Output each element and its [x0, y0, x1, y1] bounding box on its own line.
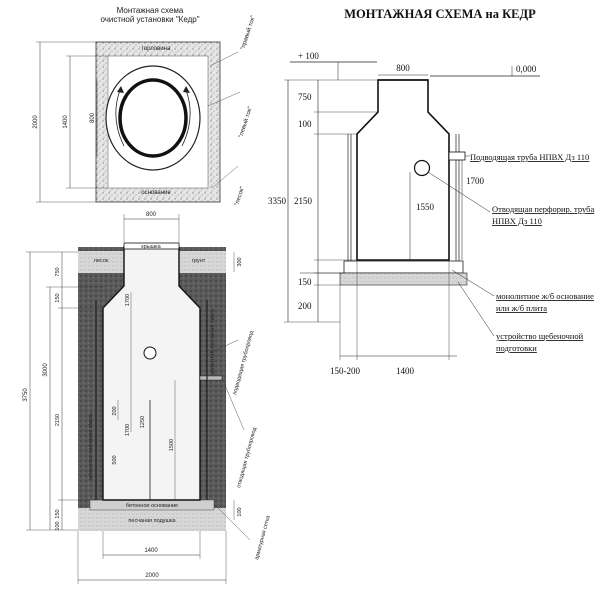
sec-label-base: бетонное основание [126, 503, 178, 509]
plan-label-right2: "левый ток" [237, 106, 254, 139]
right-title: МОНТАЖНАЯ СХЕМА на КЕДР [344, 7, 536, 21]
dim-150: 150 [298, 277, 312, 287]
plan-view: Монтажная схема очистной установки "Кедр… [33, 6, 257, 207]
elev-outlet-pipe [413, 159, 431, 177]
plan-dim-circle: 800 [90, 112, 96, 123]
dim-bottom-left: 150-200 [330, 366, 360, 376]
sec-lid [123, 242, 180, 250]
dim-bottom-width: 1400 [396, 366, 415, 376]
label-gravel-2: подготовки [496, 343, 537, 353]
sec-inlet-pipe [143, 346, 157, 360]
label-inlet: Подводящая труба НПВХ Дз 110 [470, 152, 589, 162]
sec-dim-1700b: 1700 [125, 424, 131, 436]
sec-lid-label: крышка [141, 244, 161, 250]
gravel-leader [457, 281, 495, 337]
sec-dim-bottom-inner: 1400 [144, 548, 158, 554]
sec-dim-100b: 100 [237, 507, 243, 516]
elevation-view: МОНТАЖНАЯ СХЕМА на КЕДР + 100 0,000 800 … [268, 7, 594, 376]
plan-flow-arrow-right [181, 89, 191, 147]
sec-dim-750: 750 [55, 267, 61, 276]
label-outlet-1: Отводящая перфорир. труба [492, 204, 594, 214]
section-view: 800 крышка песок грунт цементно-песчаная… [23, 212, 272, 584]
sec-pad [78, 508, 226, 531]
sec-dim-500: 500 [112, 455, 118, 464]
plan-inner-ring [118, 78, 188, 158]
sec-tank-body [102, 246, 201, 501]
plan-leader-2 [207, 91, 241, 107]
left-title-line2: очистной установки "Кедр" [100, 15, 199, 24]
plan-label-right1: "правый ток" [239, 15, 257, 51]
label-slab-2: или ж/б плита [496, 303, 547, 313]
plan-dim-outer: 2000 [33, 115, 39, 129]
sec-dim-150a: 150 [55, 293, 61, 302]
sec-dim-3000: 3000 [43, 363, 49, 377]
sec-leader-feed [207, 339, 239, 355]
elev-inlet-pipe [448, 151, 466, 161]
plan-arrowhead-1 [117, 86, 124, 93]
plan-leader-1 [209, 51, 239, 67]
plan-label-top: горловина [142, 46, 171, 52]
sec-dim-300: 300 [237, 257, 243, 266]
slab-leader [451, 269, 495, 297]
dim-100: 100 [298, 119, 312, 129]
sec-label-mesh: арматурная сетка [254, 514, 272, 560]
dim-200: 200 [298, 301, 312, 311]
elev-gravel [339, 272, 468, 286]
sec-dim-2150: 2150 [55, 414, 61, 426]
plan-flow-arrow-left [115, 89, 125, 147]
plan-label-right3: "песок" [234, 186, 246, 207]
elev-tank [356, 79, 450, 261]
sec-label-v-center: цементно-песчаная смесь [210, 308, 216, 375]
sec-dim-200: 200 [112, 406, 118, 415]
dim-1700: 1700 [466, 176, 485, 186]
sec-outlet-pipe [199, 375, 223, 381]
elev-slab [343, 260, 464, 274]
sec-dim-3750: 3750 [23, 388, 29, 402]
sec-dim-1700: 1700 [125, 294, 131, 306]
sec-leader-mesh [213, 503, 251, 541]
dim-3350: 3350 [268, 196, 287, 206]
label-slab-1: монолитное ж/б основание [496, 291, 594, 301]
sec-sand-right: грунт [192, 258, 206, 264]
plan-dim-inner: 1400 [63, 115, 69, 129]
dim-750: 750 [298, 92, 312, 102]
dim-1550: 1550 [416, 202, 435, 212]
outlet-leader [427, 171, 491, 213]
dim-2150: 2150 [294, 196, 313, 206]
sec-label-pad: песчаная подушка [128, 518, 176, 524]
level-zero: 0,000 [516, 64, 537, 74]
sec-label-feed: подводящая трубопровод [232, 330, 255, 396]
sec-dim-100a: 100 [55, 521, 61, 530]
level-top: + 100 [298, 51, 319, 61]
sec-dim-neck-text: 800 [146, 212, 157, 218]
label-outlet-2: НПВХ Дз 110 [492, 216, 542, 226]
sec-label-v-left: цементно-песчаная смесь [88, 413, 94, 480]
left-title-line1: Монтажная схема [117, 6, 184, 15]
plan-arrowhead-2 [183, 86, 190, 93]
sec-leader-drain [221, 377, 245, 431]
sec-dim-1500: 1500 [169, 439, 175, 451]
plan-leader-3 [211, 165, 239, 189]
sec-sand-left: песок [94, 258, 109, 264]
neck-dim: 800 [396, 63, 410, 73]
sec-dim-bottom-outer: 2000 [145, 573, 159, 579]
sec-dim-150b: 150 [55, 509, 61, 518]
sec-label-drain: отводящая трубопровод [236, 426, 258, 488]
plan-label-bottom: основание [141, 190, 171, 196]
label-gravel-1: устройство щебеночной [496, 331, 584, 341]
sec-dim-1250: 1250 [140, 416, 146, 428]
